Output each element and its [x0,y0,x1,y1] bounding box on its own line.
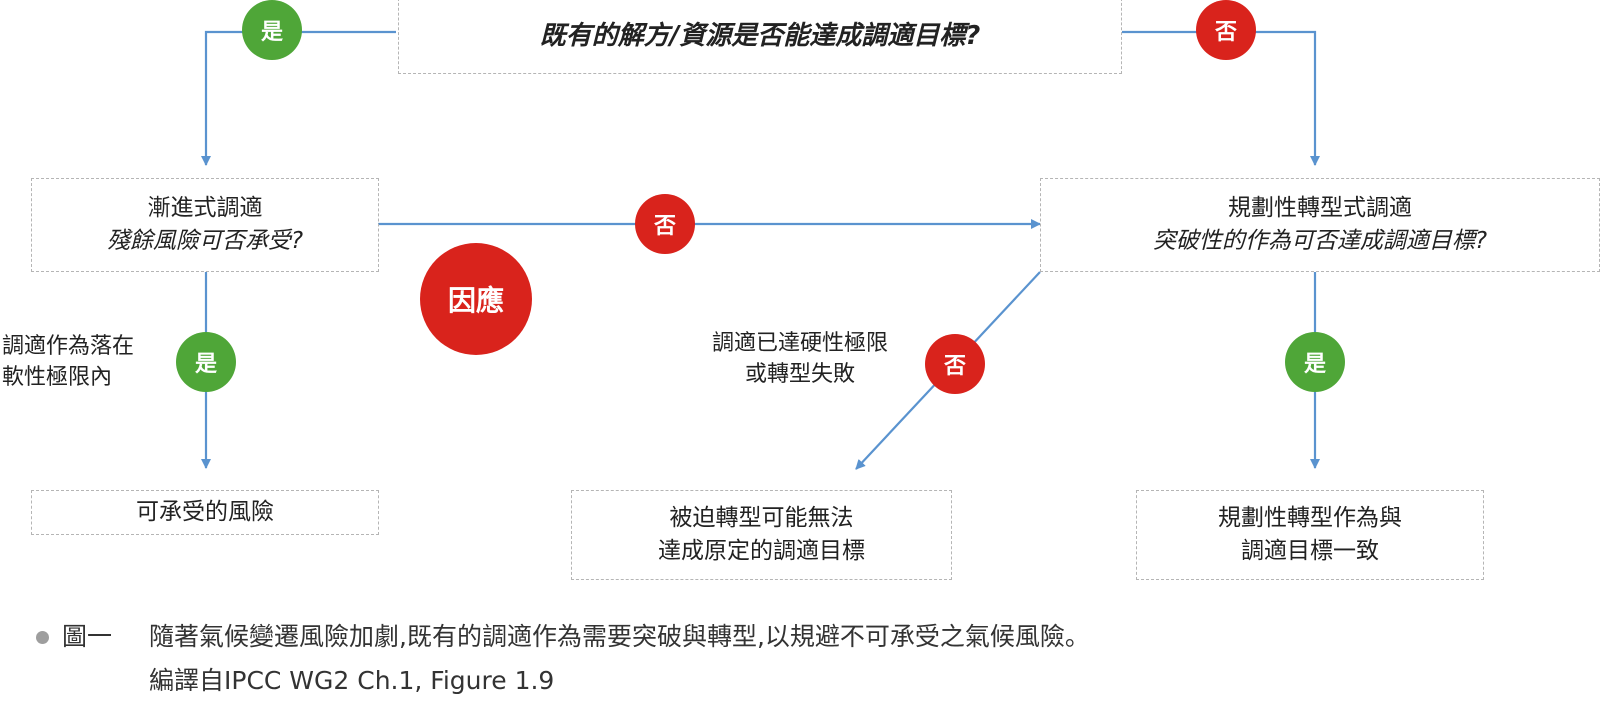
incremental-adaptation-box: 漸進式調適 殘餘風險可否承受? [31,178,379,272]
transformational-title: 規劃性轉型式調適 [1228,195,1412,221]
incremental-question: 殘餘風險可否承受? [106,228,304,254]
caption-bullet [36,631,49,644]
figure-source: 編譯自IPCC WG2 Ch.1, Figure 1.9 [149,666,555,695]
forced-line-1: 被迫轉型可能無法 [669,505,854,531]
badge-no-middle: 否 [635,194,695,254]
acceptable-risk-box: 可承受的風險 [31,490,379,535]
aligned-transformation-box: 規劃性轉型作為與 調適目標一致 [1136,490,1484,580]
question-top-box: 既有的解方/資源是否能達成調適目標? [398,0,1122,74]
soft-limit-note: 調適作為落在 軟性極限內 [2,331,134,393]
badge-yes-right: 是 [1285,332,1345,392]
soft-limit-line-2: 軟性極限內 [2,365,113,390]
forced-transformation-box: 被迫轉型可能無法 達成原定的調適目標 [571,490,952,580]
badge-no-diagonal: 否 [925,334,985,394]
hard-limit-line-1: 調適已達硬性極限 [712,331,889,356]
aligned-line-1: 規劃性轉型作為與 [1218,505,1402,531]
soft-limit-line-1: 調適作為落在 [2,334,135,359]
figure-label: 圖一 [62,622,113,651]
figure-caption: 隨著氣候變遷風險加劇,既有的調適作為需要突破與轉型,以規避不可承受之氣候風險。 [149,622,1090,651]
badge-respond: 因應 [420,243,532,355]
badge-yes-top: 是 [242,0,302,60]
badge-yes-left: 是 [176,332,236,392]
incremental-title: 漸進式調適 [147,195,263,221]
arrow-top-yes-to-incremental [201,30,396,166]
arrow-top-no-to-transformational [1122,30,1320,166]
acceptable-risk-text: 可承受的風險 [136,499,274,525]
aligned-line-2: 調適目標一致 [1241,538,1379,564]
hard-limit-note: 調適已達硬性極限 或轉型失敗 [712,328,888,390]
hard-limit-line-2: 或轉型失敗 [745,362,856,387]
question-top-text: 既有的解方/資源是否能達成調適目標? [539,20,981,51]
forced-line-2: 達成原定的調適目標 [658,538,865,564]
transformational-adaptation-box: 規劃性轉型式調適 突破性的作為可否達成調適目標? [1040,178,1600,272]
transformational-question: 突破性的作為可否達成調適目標? [1152,228,1488,254]
badge-no-top: 否 [1196,0,1256,60]
